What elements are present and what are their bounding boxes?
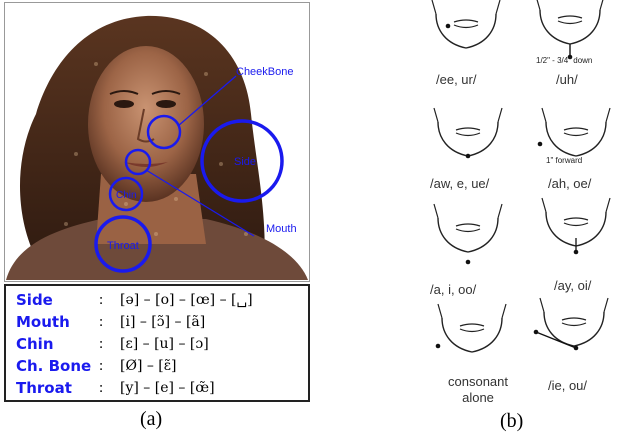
mouth-label: Mouth xyxy=(266,223,297,235)
legend-table: Side : [ə] – [o] – [œ] – [␣] Mouth : [i]… xyxy=(4,284,310,402)
legend-colon: : xyxy=(99,336,104,352)
legend-name: Mouth xyxy=(16,313,70,331)
face-ie-ou xyxy=(533,297,609,351)
legend-row-mouth: Mouth : [i] – [ɔ̃] – [ã] xyxy=(6,311,308,333)
legend-colon: : xyxy=(99,380,104,396)
legend-colon: : xyxy=(99,292,104,308)
mouth-circle xyxy=(124,148,152,176)
legend-colon: : xyxy=(99,314,104,330)
face-ah-oe xyxy=(537,107,611,157)
legend-name: Throat xyxy=(16,379,72,397)
note-uh: 1/2" - 3/4" down xyxy=(536,56,593,65)
side-circle xyxy=(200,119,284,203)
label-aw-e-ue: /aw, e, ue/ xyxy=(430,176,490,191)
label-alone: alone xyxy=(462,390,494,405)
legend-name: Ch. Bone xyxy=(16,357,92,375)
face-ee-ur xyxy=(431,0,501,49)
cheekbone-label: CheekBone xyxy=(236,66,294,78)
label-uh: /uh/ xyxy=(556,72,578,87)
face-aw-e-ue xyxy=(433,107,503,159)
face-consonant-alone xyxy=(435,303,507,353)
cheekbone-circle xyxy=(146,114,182,150)
throat-label: Throat xyxy=(107,240,139,252)
legend-ipa: [ɛ] – [u] – [ɔ] xyxy=(120,336,209,352)
chin-circle xyxy=(108,176,144,212)
caption-a: (a) xyxy=(140,408,163,430)
label-ay-oi: /ay, oi/ xyxy=(554,278,592,293)
caption-b: (b) xyxy=(500,410,524,432)
legend-row-side: Side : [ə] – [o] – [œ] – [␣] xyxy=(6,289,308,311)
label-consonant: consonant xyxy=(448,374,508,389)
note-ah-oe: 1" forward xyxy=(546,156,583,165)
label-ie-ou: /ie, ou/ xyxy=(548,378,588,393)
chin-label: Chin xyxy=(116,190,137,201)
legend-row-cheekbone: Ch. Bone : [Ø] – [ɛ̃] xyxy=(6,355,308,377)
legend-ipa: [y] – [e] – [œ̃] xyxy=(120,380,215,396)
legend-colon: : xyxy=(99,358,104,374)
label-a-i-oo: /a, i, oo/ xyxy=(430,282,477,297)
label-ee-ur: /ee, ur/ xyxy=(436,72,477,87)
legend-row-chin: Chin : [ɛ] – [u] – [ɔ] xyxy=(6,333,308,355)
throat-circle xyxy=(94,215,152,273)
legend-ipa: [i] – [ɔ̃] – [ã] xyxy=(120,314,206,330)
legend-name: Side xyxy=(16,291,53,309)
legend-name: Chin xyxy=(16,335,54,353)
face-diagram-grid xyxy=(431,0,611,353)
face-a-i-oo xyxy=(433,203,503,265)
mouth-leader xyxy=(145,169,255,237)
legend-row-throat: Throat : [y] – [e] – [œ̃] xyxy=(6,377,308,399)
face-uh xyxy=(535,0,605,60)
legend-ipa: [Ø] – [ɛ̃] xyxy=(120,358,177,374)
face-ay-oi xyxy=(541,197,611,255)
portrait-photo: CheekBone Side Mouth Chin Throat xyxy=(6,4,308,280)
legend-ipa: [ə] – [o] – [œ] – [␣] xyxy=(120,292,253,308)
cheekbone-leader xyxy=(177,75,237,127)
side-label: Side xyxy=(234,156,256,168)
label-ah-oe: /ah, oe/ xyxy=(548,176,592,191)
